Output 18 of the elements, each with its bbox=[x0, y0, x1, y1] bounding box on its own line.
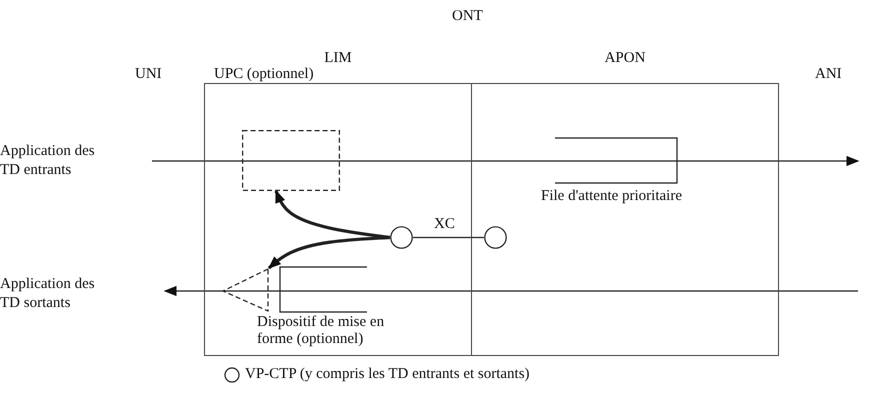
circle-symbol bbox=[484, 226, 507, 249]
interface-label: UNI bbox=[135, 66, 162, 82]
connector-line bbox=[413, 236, 484, 238]
arrow bbox=[274, 190, 390, 240]
panel-heading: APON bbox=[604, 50, 646, 67]
system-label: ONT bbox=[452, 8, 483, 24]
node-label: UPC (optionnel) bbox=[214, 66, 315, 82]
flow-label: Application des TD sortants bbox=[0, 275, 96, 312]
arrow bbox=[152, 156, 860, 166]
queue-label: File d'attente prioritaire bbox=[541, 188, 682, 204]
node-label: Dispositif de mise en forme (optionnel) bbox=[257, 314, 386, 347]
circle-symbol bbox=[390, 226, 413, 249]
arrow bbox=[164, 286, 858, 296]
arrow bbox=[268, 236, 390, 270]
interface-label: ANI bbox=[815, 66, 842, 82]
legend-text: VP-CTP (y compris les TD entrants et sortants) bbox=[245, 366, 530, 383]
flow-label: Application des TD entrants bbox=[0, 142, 96, 180]
panel-heading: LIM bbox=[323, 50, 353, 67]
